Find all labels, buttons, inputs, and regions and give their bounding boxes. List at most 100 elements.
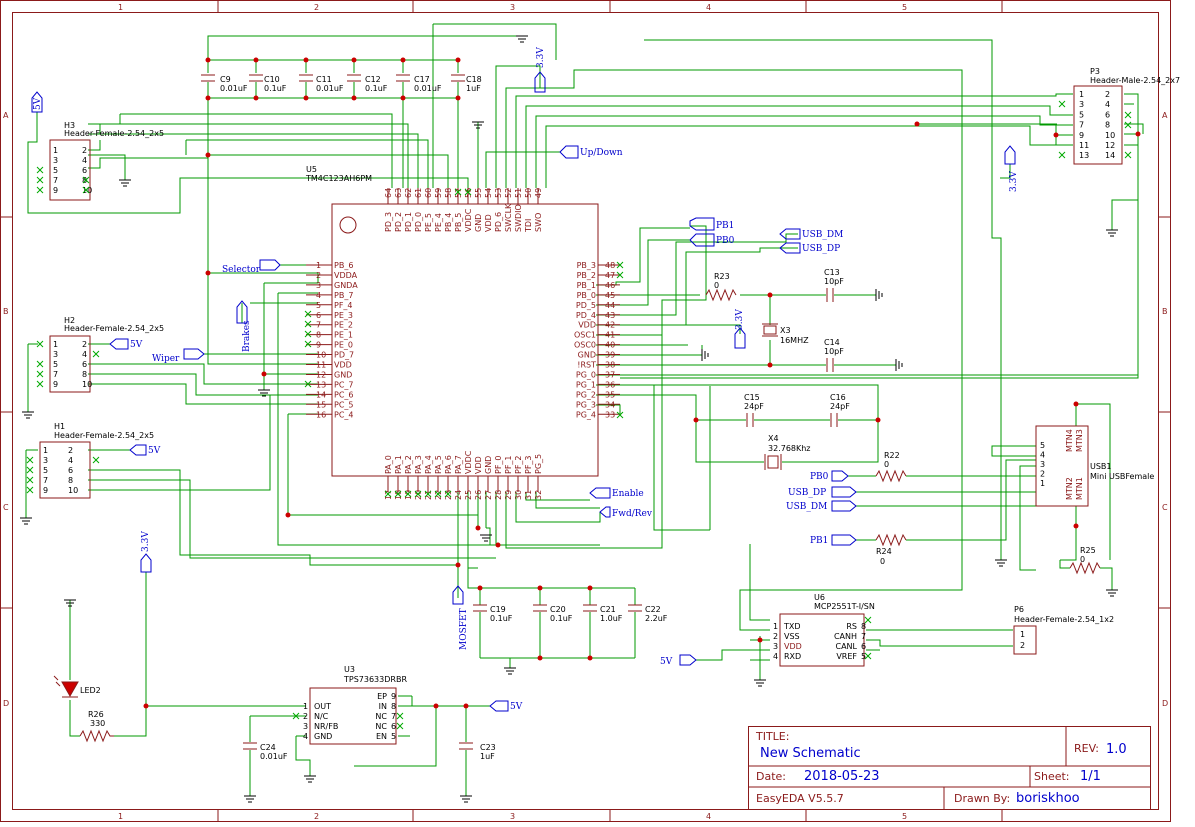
u5-pin-number: 44 [605,301,615,310]
r23-resistor[interactable]: R23 0 [705,272,737,302]
u6-part: MCP2551T-I/SN [814,602,875,611]
ground-icon [20,517,32,525]
c20-value: 0.1uF [550,614,573,623]
row-label: C [1162,503,1168,512]
u5-mcu[interactable]: U5 TM4C123AH6PM PD_364PD_263PD_162PD_061… [305,165,620,500]
header-pin-number: 6 [82,166,87,175]
u5-pin-name: VDD [578,321,596,330]
u5-pin-name: PC_4 [334,410,354,419]
no-connect-icon [304,380,312,388]
u5-pin-name: PA_2 [404,455,413,474]
drawn-by-value: boriskhoo [1016,791,1080,806]
u5-pin-name: PA_0 [384,455,393,474]
c19-ref: C19 [490,605,506,614]
x4-crystal[interactable]: X4 32.768Khz [764,434,811,470]
no-connect-stroke [864,616,872,624]
p6-header[interactable]: P6 Header-Female-2.54_1x2 1 2 [1013,605,1114,655]
svg-text:Fwd/Rev: Fwd/Rev [612,509,653,519]
u5-pin-number: 11 [316,361,326,370]
ground-icon [472,121,484,129]
u5-pin-number: 33 [605,410,615,419]
c13-ref: C13 [824,268,840,277]
u6-pin-number: 2 [773,632,778,641]
net-flag-usb-dp: USB_DP [779,242,840,254]
u5-pin-name: SWCLK [504,203,513,232]
col-label: 5 [902,812,907,821]
u5-pin-number: 12 [316,370,326,379]
led2-diode[interactable]: LED2 [53,675,101,698]
net-flag-usb-dm: USB_DM [786,500,857,512]
sheet-label: Sheet: [1034,770,1070,783]
u3-pin-name: N/C [314,712,329,721]
u6-pin-number: 4 [773,652,778,661]
no-connect-icon [444,490,452,498]
ground-icon [244,795,256,803]
u5-pin-name: PC_7 [334,380,354,389]
c16-ref: C16 [830,393,846,402]
u5-pin-name: PB_4 [444,213,453,232]
u5-pin-number: 31 [524,490,533,500]
x3-crystal[interactable]: X3 16MHZ [762,323,809,345]
u3-pin-name: NC [375,712,387,721]
u5-pin-number: 32 [534,490,543,500]
no-connect-stroke [434,490,442,498]
u3-pin-name: EP [377,692,387,701]
u5-pin-name: PD_7 [334,351,354,360]
u5-pin-number: 49 [534,188,543,198]
no-connect-icon [304,330,312,338]
u5-pin-number: 46 [605,281,615,290]
c12-value: 0.1uF [365,84,388,93]
header-pin-number: 2 [82,340,87,349]
r22-resistor[interactable]: R22 0 [875,451,907,483]
no-connect-icon [1124,111,1132,119]
svg-text:3.3V: 3.3V [735,309,745,330]
c15-ref: C15 [744,393,760,402]
u5-pin-name: PD_5 [576,301,596,310]
u6-ref: U6 [814,593,825,602]
x4-ref: X4 [768,434,779,443]
r26-value: 330 [90,719,105,728]
u6-pin-number: 8 [861,622,866,631]
ground-symbols [20,35,1118,803]
row-label: B [1162,307,1168,316]
no-connect-icon [36,166,44,174]
no-connect-icon [396,712,404,720]
u5-pin-number: 45 [605,291,615,300]
header-pin-number: 4 [68,456,73,465]
svg-text:PB1: PB1 [810,536,828,546]
header-pin-number: 1 [53,340,58,349]
u5-pin-number: 26 [474,490,483,500]
no-connect-stroke [1058,151,1066,159]
u3-pin-name: GND [314,732,332,741]
u5-pin-name: PB_0 [577,291,596,300]
header-pin-number: 3 [43,456,48,465]
r24-resistor[interactable]: R24 0 [875,533,907,566]
row-label: A [1162,111,1168,120]
net-flag-3v3: 3.3V [534,47,546,93]
u5-pin-name: !RST [577,361,596,370]
u5-pin-number: 16 [316,410,326,419]
header-pin-number: 7 [43,476,48,485]
u5-pin-number: 48 [605,261,615,270]
no-connect-stroke [36,340,44,348]
u5-pin-number: 28 [494,490,503,500]
no-connect-stroke [864,652,872,660]
x3-value: 16MHZ [780,336,809,345]
no-connect-stroke [414,490,422,498]
r23-value: 0 [714,281,719,290]
u5-pin-number: 2 [316,271,321,280]
r26-resistor[interactable]: R26 330 [79,710,114,743]
u6-pin-name: VREF [836,652,857,661]
r25-resistor[interactable]: R25 0 [1069,546,1101,575]
